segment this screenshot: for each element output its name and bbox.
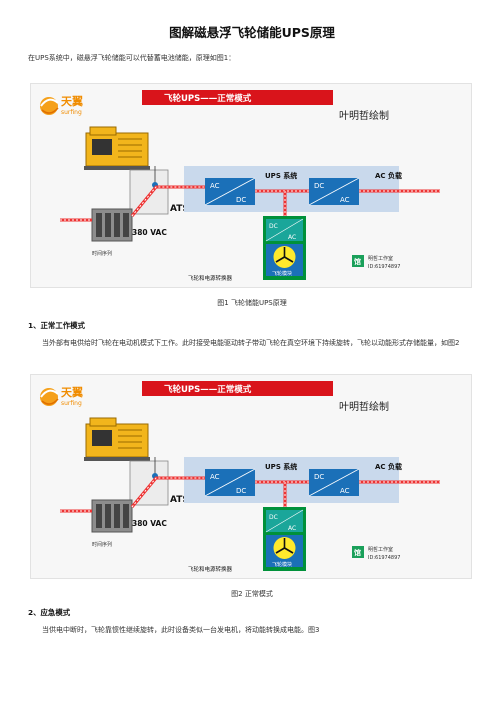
converter-ac-text: AC xyxy=(288,525,296,532)
voltage-label: 380 VAC xyxy=(132,519,167,528)
rectifier-ac-text: AC xyxy=(210,182,220,190)
logo-en-text: surfing xyxy=(61,400,82,407)
logo-en-text: surfing xyxy=(61,109,82,116)
ats-panel xyxy=(129,460,169,506)
converter-dc-text: DC xyxy=(269,223,278,230)
ups-system-label: UPS 系统 xyxy=(265,462,297,471)
studio-id: ID:61974897 xyxy=(368,555,400,561)
ups-system-label: UPS 系统 xyxy=(265,171,297,180)
studio-id: ID:61974897 xyxy=(368,264,400,270)
studio-name: 明哲工作室 xyxy=(368,546,393,553)
transformer-icon xyxy=(91,499,133,533)
studio-badge-icon xyxy=(352,546,364,558)
flywheel-icon xyxy=(273,246,296,268)
studio-badge-text: 馆 xyxy=(354,548,361,557)
ac-load-label: AC 负载 xyxy=(375,171,402,180)
logo-cn-text: 天翼 xyxy=(61,386,83,399)
flywheel-module-label: 飞轮模块 xyxy=(272,270,292,277)
studio-badge-icon xyxy=(352,255,364,267)
section-2-paragraph: 当供电中断时，飞轮靠惯性继续旋转，此时设备类似一台发电机，将动能转换成电能。图3 xyxy=(42,626,320,634)
mode-banner xyxy=(142,90,333,105)
flywheel-module-label: 飞轮模块 xyxy=(272,561,292,568)
converter-label: 飞轮和电源转换器 xyxy=(188,274,233,282)
voltage-label: 380 VAC xyxy=(132,228,167,237)
surfing-logo: 天翼 surfing xyxy=(40,386,83,407)
transformer-icon xyxy=(91,208,133,242)
converter-dc-text: DC xyxy=(269,514,278,521)
diesel-generator-icon xyxy=(84,417,150,461)
ats-label: ATS xyxy=(170,204,189,214)
section-1-heading: 1、正常工作模式 xyxy=(28,321,85,330)
figure-1: 天翼 surfing 飞轮UPS——正常模式 叶明哲绘制 ATS 380 VAC… xyxy=(30,83,472,288)
rectifier-dc-text: DC xyxy=(236,196,246,204)
inverter-ac-text: AC xyxy=(340,196,350,204)
mode-banner-text: 飞轮UPS——正常模式 xyxy=(164,384,252,395)
converter-label: 飞轮和电源转换器 xyxy=(188,565,233,573)
diesel-generator-icon xyxy=(84,126,150,170)
inverter-ac-text: AC xyxy=(340,487,350,495)
power-flow-lines xyxy=(130,185,440,217)
rectifier-dc-text: DC xyxy=(236,487,246,495)
converter-ac-text: AC xyxy=(288,234,296,241)
ats-panel xyxy=(129,169,169,215)
grid-label: 时间序列 xyxy=(92,250,112,257)
page-title: 图解磁悬浮飞轮储能UPS原理 xyxy=(169,25,335,40)
intro-paragraph: 在UPS系统中，磁悬浮飞轮储能可以代替蓄电池储能，原理如图1： xyxy=(28,54,236,62)
mode-banner xyxy=(142,381,333,396)
grid-label: 时间序列 xyxy=(92,541,112,548)
mode-banner-text: 飞轮UPS——正常模式 xyxy=(164,93,252,104)
studio-badge-text: 馆 xyxy=(354,257,361,266)
logo-cn-text: 天翼 xyxy=(61,95,83,108)
author-credit: 叶明哲绘制 xyxy=(339,400,389,413)
inverter-dc-text: DC xyxy=(314,473,324,481)
section-2-heading: 2、应急模式 xyxy=(28,608,71,617)
inverter-dc-text: DC xyxy=(314,182,324,190)
flywheel-icon xyxy=(273,537,296,559)
surfing-logo: 天翼 surfing xyxy=(40,95,83,116)
power-flow-lines xyxy=(130,476,440,508)
section-1-paragraph: 当外部有电供给时飞轮在电动机模式下工作。此时接受电能驱动转子带动飞轮在真空环境下… xyxy=(42,339,460,347)
author-credit: 叶明哲绘制 xyxy=(339,109,389,122)
studio-name: 明哲工作室 xyxy=(368,255,393,262)
figure-1-caption: 图1 飞轮储能UPS原理 xyxy=(217,299,287,307)
rectifier-ac-text: AC xyxy=(210,473,220,481)
figure-2-caption: 图2 正常模式 xyxy=(231,590,273,598)
figure-2: 天翼 surfing 飞轮UPS——正常模式 叶明哲绘制 ATS 380 VAC… xyxy=(30,374,472,579)
ac-load-label: AC 负载 xyxy=(375,462,402,471)
ats-label: ATS xyxy=(170,495,189,505)
